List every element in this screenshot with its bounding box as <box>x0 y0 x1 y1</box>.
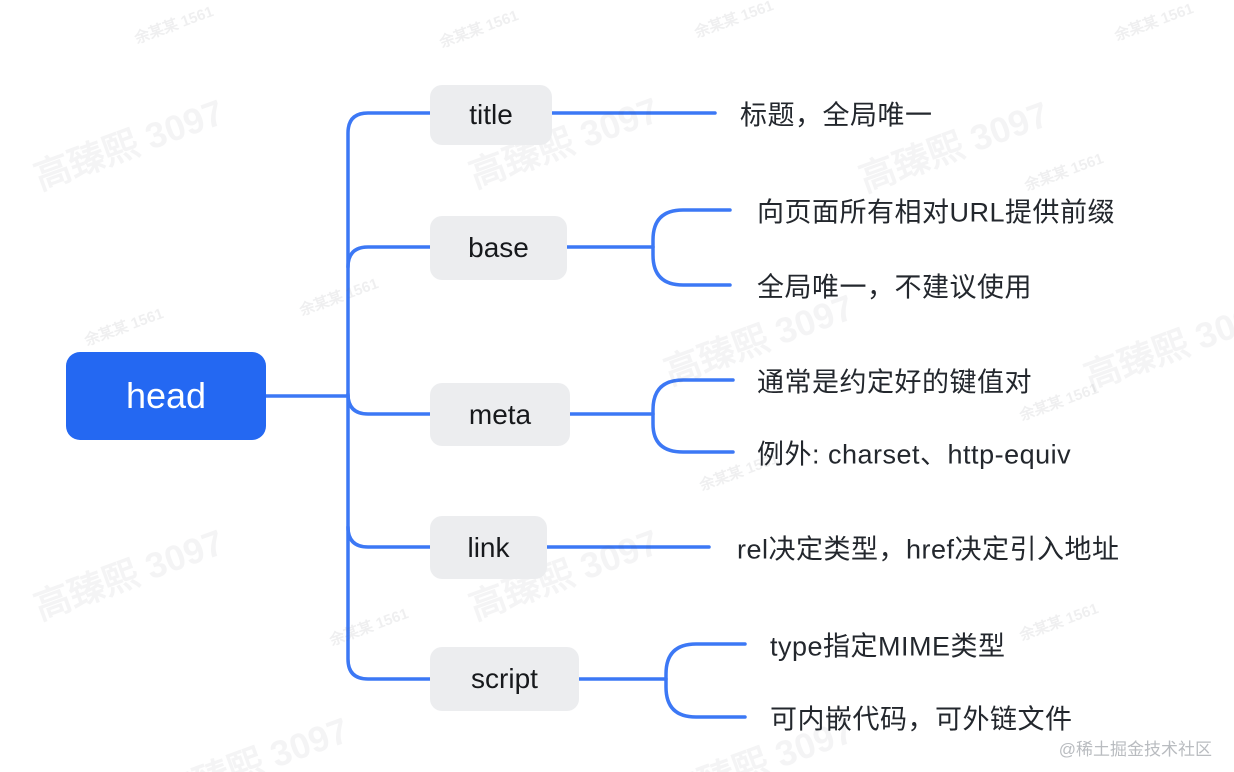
watermark-text: 高臻熙 3097 <box>153 709 355 772</box>
leaf-title-unique[interactable]: 标题，全局唯一 <box>740 100 933 131</box>
watermark-text: 余某某 1561 <box>1112 0 1196 45</box>
watermark-text: 余某某 1561 <box>297 275 381 320</box>
leaf-base-not-recommend[interactable]: 全局唯一，不建议使用 <box>757 272 1032 303</box>
watermark-text: 余某某 1561 <box>327 605 411 650</box>
watermark-text: 余某某 1561 <box>437 7 521 52</box>
child-node-title[interactable]: title <box>430 85 552 145</box>
leaf-base-url-prefix[interactable]: 向页面所有相对URL提供前缀 <box>757 197 1116 228</box>
child-node-base[interactable]: base <box>430 216 567 280</box>
connector-spine <box>346 111 432 681</box>
root-node-head[interactable]: head <box>66 352 266 440</box>
connector-spine-link <box>346 525 432 549</box>
connector-spine-meta <box>346 392 432 416</box>
watermark-text: 余某某 1561 <box>1022 150 1106 195</box>
leaf-meta-keyvalue[interactable]: 通常是约定好的键值对 <box>757 367 1032 398</box>
attribution-text: @稀土掘金技术社区 <box>1058 740 1212 759</box>
leaf-meta-exception[interactable]: 例外: charset、http-equiv <box>757 439 1072 470</box>
child-node-script[interactable]: script <box>430 647 579 711</box>
connector-base-fork <box>651 208 732 287</box>
leaf-script-mime[interactable]: type指定MIME类型 <box>770 631 1006 662</box>
child-node-meta[interactable]: meta <box>430 383 570 446</box>
watermark-text: 余某某 1561 <box>1017 600 1101 645</box>
watermark-text: 高臻熙 3097 <box>28 91 230 198</box>
watermark-text: 余某某 1561 <box>132 3 216 48</box>
watermark-text: 高臻熙 3097 <box>1078 291 1234 398</box>
watermark-text: 高臻熙 3097 <box>28 521 230 628</box>
connector-script-fork <box>664 642 747 719</box>
child-node-link[interactable]: link <box>430 516 547 579</box>
connector-meta-fork <box>651 378 735 454</box>
leaf-link-rel-href[interactable]: rel决定类型，href决定引入地址 <box>737 534 1120 565</box>
leaf-script-inline-ext[interactable]: 可内嵌代码，可外链文件 <box>770 704 1073 735</box>
connector-spine-base <box>346 245 432 269</box>
watermark-text: 余某某 1561 <box>82 305 166 350</box>
watermark-text: 余某某 1561 <box>692 0 776 42</box>
